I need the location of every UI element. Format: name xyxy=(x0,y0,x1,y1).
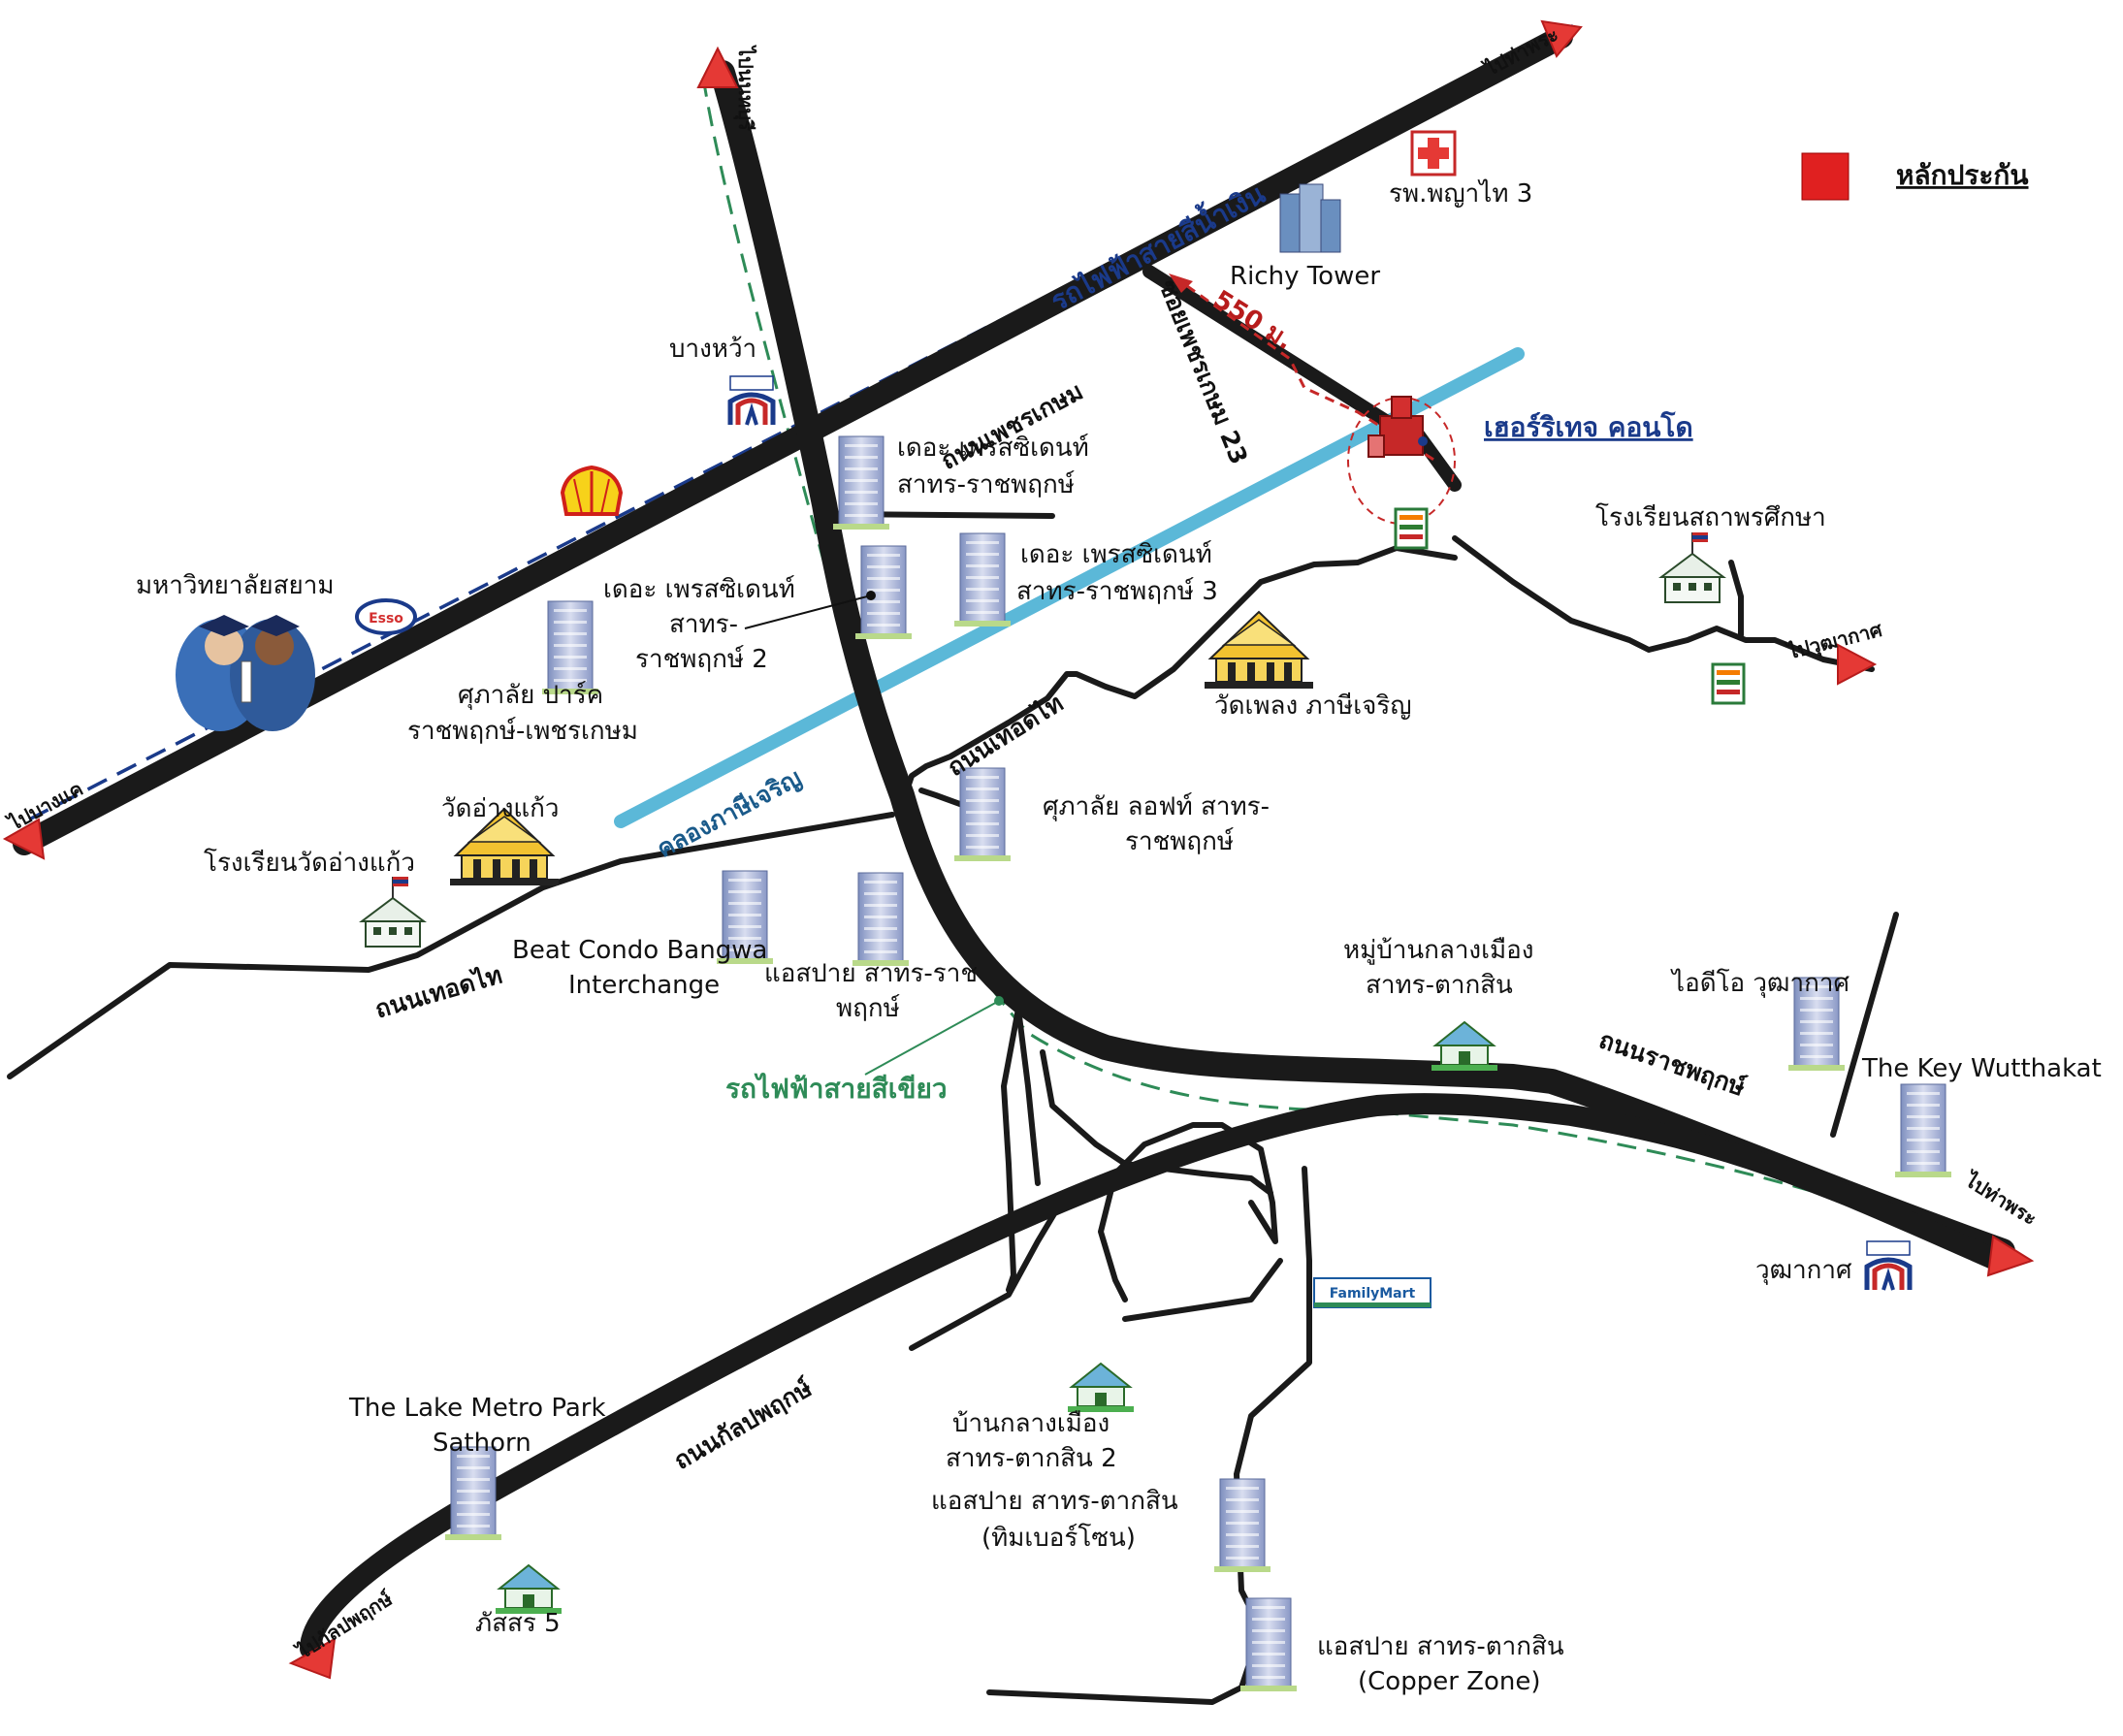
esso-logo-text: Esso xyxy=(369,611,403,627)
house-icon xyxy=(1431,1021,1498,1072)
label-canal: คลองภาษีเจริญ xyxy=(652,763,806,863)
leader-line xyxy=(864,1000,1000,1076)
legend-label: หลักประกัน xyxy=(1896,159,2029,191)
main-roads xyxy=(13,25,2015,1659)
esso-icon: Esso xyxy=(355,598,417,635)
direction-arrows xyxy=(2,19,2035,1680)
shell-icon xyxy=(560,465,624,516)
familymart-icon: FamilyMart xyxy=(1313,1277,1431,1308)
label-president-1: เดอะ เพรสซิเดนท์ xyxy=(897,434,1089,463)
minor-roads xyxy=(7,511,1899,1705)
distance-arrow xyxy=(1169,273,1193,293)
leader-line xyxy=(744,595,872,629)
label-to-tha-phra-bottom: ไปท่าพระ xyxy=(1960,1168,2042,1231)
legend-swatch xyxy=(1801,152,1850,201)
label-baan-takasin-2-line2: สาทร-ตากสิน 2 xyxy=(946,1444,1117,1473)
school-icon xyxy=(1660,531,1724,603)
label-lake-metro-line2: Sathorn xyxy=(433,1429,531,1458)
label-president-2: เดอะ เพรสซิเดนท์ xyxy=(603,575,795,604)
label-president-3-line2: สาทร-ราชพฤกษ์ 3 xyxy=(1016,577,1218,606)
label-beat-condo: Beat Condo Bangwa xyxy=(512,936,767,965)
label-ideo-wutthakat: ไอดีโอ วุฒากาศ xyxy=(1670,968,1850,998)
label-road-ratchaphruek: ถนนราชพฤกษ์ xyxy=(1595,1025,1749,1102)
label-wat-phleng: วัดเพลง ภาษีเจริญ xyxy=(1214,691,1412,721)
label-aspire-copper-line2: (Copper Zone) xyxy=(1358,1667,1541,1696)
label-president-3: เดอะ เพรสซิเดนท์ xyxy=(1020,540,1212,569)
label-pasorn-5: ภัสสร 5 xyxy=(475,1609,561,1638)
seven-eleven-icon xyxy=(1394,507,1429,550)
building-icon xyxy=(1213,1478,1271,1573)
label-wat-angkaeo: วัดอ่างแก้ว xyxy=(441,794,560,823)
label-bts-green: รถไฟฟ้าสายสีเขียว xyxy=(725,1073,948,1105)
school-icon xyxy=(361,876,425,948)
label-school-sathaporn: โรงเรียนสถาพรศึกษา xyxy=(1595,502,1826,532)
building-icon xyxy=(852,872,910,967)
label-baan-takasin-2: บ้านกลางเมือง xyxy=(952,1409,1110,1438)
label-village-takasin: หมู่บ้านกลางเมือง xyxy=(1343,936,1533,965)
label-aspire-ratchaphruek: แอสปาย สาทร-ราช xyxy=(764,959,978,988)
building-icon xyxy=(953,767,1012,862)
bts-station-icon xyxy=(730,376,773,425)
label-village-takasin-line2: สาทร-ตากสิน xyxy=(1366,971,1513,1000)
label-the-key: The Key Wutthakat xyxy=(1861,1054,2102,1083)
label-siam-university: มหาวิทยาลัยสยาม xyxy=(136,571,334,600)
seven-eleven-icon xyxy=(1711,662,1746,705)
label-aspire-copper: แอสปาย สาทร-ตากสิน xyxy=(1317,1632,1564,1661)
label-bang-wa: บางหว้า xyxy=(669,335,756,364)
building-icon xyxy=(953,532,1012,627)
label-supalai-loft-line2: ราชพฤกษ์ xyxy=(1125,827,1235,856)
label-president-1-line2: สาทร-ราชพฤกษ์ xyxy=(897,470,1076,499)
leader-dot xyxy=(994,996,1004,1006)
house-icon xyxy=(495,1564,563,1615)
building-icon xyxy=(444,1446,502,1541)
leader-dot xyxy=(866,591,876,600)
label-phyathai3: รพ.พญาไท 3 xyxy=(1389,178,1532,209)
label-supalai-park: ศุภาลัย ปาร์ค xyxy=(458,681,603,710)
label-lake-metro: The Lake Metro Park xyxy=(348,1394,606,1423)
canal-line xyxy=(614,347,1525,828)
label-supalai-park-line2: ราชพฤกษ์-เพชรเกษม xyxy=(407,717,638,746)
familymart-logo-text: FamilyMart xyxy=(1330,1286,1416,1302)
label-subject: เฮอร์ริเทจ คอนโด xyxy=(1484,410,1693,443)
building-icon xyxy=(1239,1597,1298,1692)
label-beat-condo-line2: Interchange xyxy=(568,971,720,1000)
label-wutthakat: วุฒากาศ xyxy=(1755,1256,1852,1285)
label-president-2-line3: ราชพฤกษ์ 2 xyxy=(635,645,768,674)
label-aspire-timber: แอสปาย สาทร-ตากสิน xyxy=(931,1487,1178,1516)
label-aspire-timber-line2: (ทิมเบอร์โซน) xyxy=(981,1523,1136,1553)
label-aspire-ratchaphruek-line2: พฤกษ์ xyxy=(836,994,900,1023)
building-icon xyxy=(1894,1083,1952,1178)
building-icon xyxy=(854,545,913,640)
label-to-wutthakat: ไปวุฒากาศ xyxy=(1784,618,1886,665)
label-school-angkaeo: โรงเรียนวัดอ่างแก้ว xyxy=(204,848,415,878)
subject-marker[interactable] xyxy=(1367,396,1428,458)
building-icon xyxy=(832,435,890,530)
house-icon xyxy=(1067,1363,1135,1413)
label-richy-tower: Richy Tower xyxy=(1230,262,1380,291)
richy-tower-icon xyxy=(1279,183,1341,253)
label-president-2-line2: สาทร- xyxy=(669,610,738,639)
bts-station-icon xyxy=(1867,1241,1910,1290)
hospital-icon xyxy=(1410,130,1457,177)
label-supalai-loft: ศุภาลัย ลอฟท์ สาทร- xyxy=(1043,792,1270,821)
graduates-icon xyxy=(176,615,315,731)
label-road-thoet-thai-2: ถนนเทอดไท xyxy=(371,960,505,1024)
label-to-nonthaburi: ไปนนทบุรี xyxy=(733,45,757,131)
